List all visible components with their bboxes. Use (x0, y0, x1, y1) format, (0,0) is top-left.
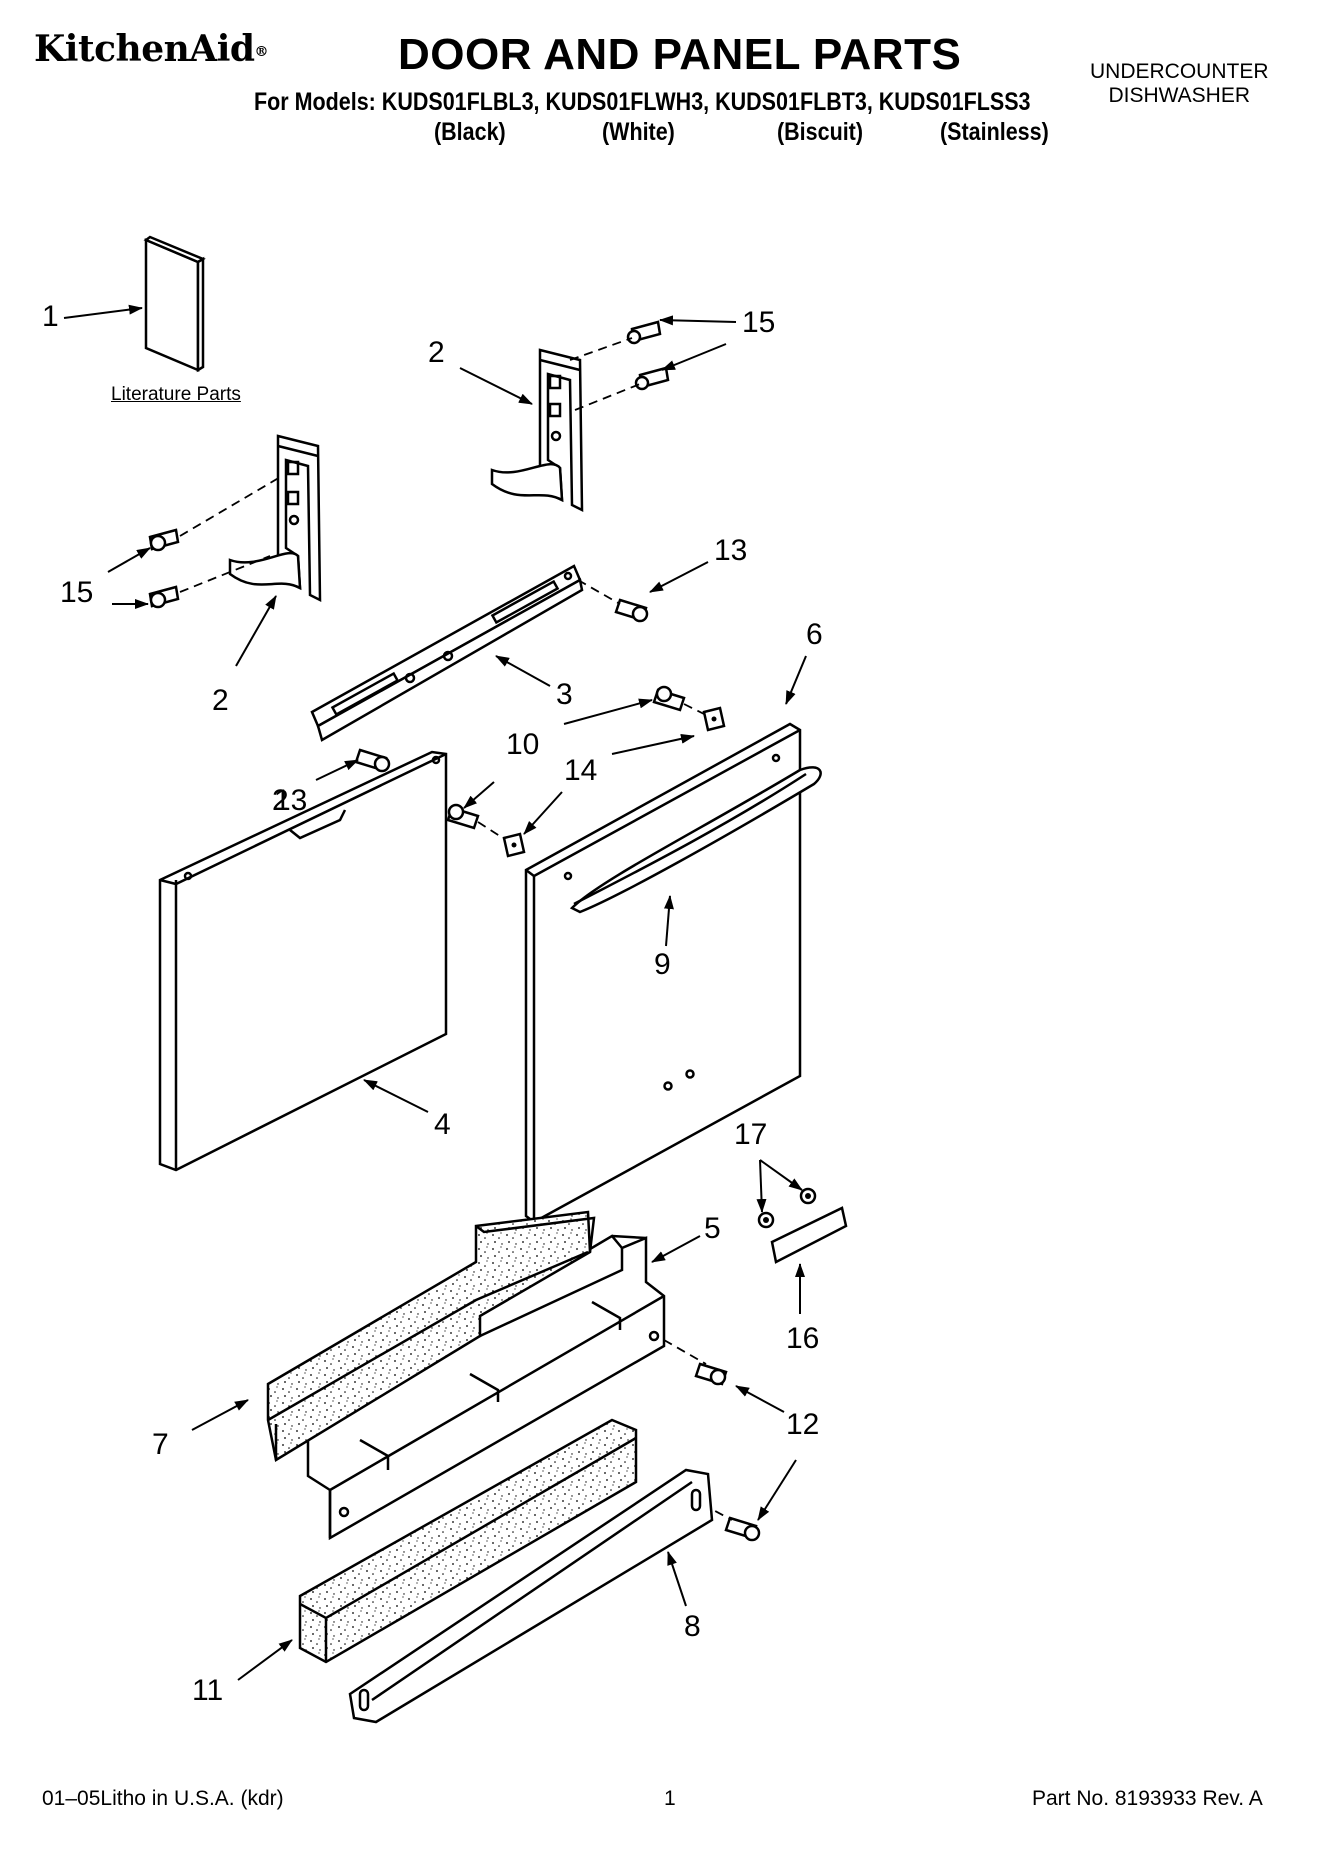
page-title: DOOR AND PANEL PARTS (398, 30, 962, 79)
callout-15-lower: 15 (60, 576, 94, 609)
callout-9: 9 (654, 948, 671, 981)
part-5-toe-bracket (306, 1234, 707, 1541)
part-6-outer-panel (524, 722, 802, 1224)
callout-arrows (63, 304, 807, 1681)
callout-7: 7 (152, 1428, 169, 1461)
part-2-bracket-lower (228, 434, 322, 603)
callout-12: 12 (786, 1408, 820, 1441)
callout-2-upper: 2 (428, 336, 445, 369)
brand-name: KitchenAid (34, 28, 255, 70)
callout-13-upper: 13 (714, 534, 748, 567)
part-17-nuts (757, 1187, 817, 1229)
callout-1: 1 (42, 300, 59, 333)
footer-litho: 01–05Litho in U.S.A. (kdr) (42, 1787, 284, 1810)
callout-13-lower: 13 (274, 784, 308, 817)
part-8-kick-plate (348, 1468, 714, 1724)
appliance-line-1: UNDERCOUNTER (1090, 60, 1269, 83)
callout-10: 10 (506, 728, 540, 761)
literature-parts-label: Literature Parts (111, 384, 241, 405)
part-13-screws (354, 579, 649, 773)
model-list: For Models: KUDS01FLBL3, KUDS01FLWH3, KU… (254, 88, 1031, 116)
callout-4: 4 (434, 1108, 451, 1141)
part-7-foam-strip (266, 1210, 596, 1462)
callout-8: 8 (684, 1610, 701, 1643)
part-2-bracket-upper (490, 348, 584, 513)
callout-15-upper: 15 (742, 306, 776, 339)
part-4-inner-panel (158, 750, 448, 1172)
part-14-clips (502, 706, 726, 858)
color-white: (White) (602, 118, 675, 146)
color-black: (Black) (434, 118, 506, 146)
callout-3: 3 (556, 678, 573, 711)
appliance-type: UNDERCOUNTER DISHWASHER (1090, 60, 1269, 108)
callout-16: 16 (786, 1322, 820, 1355)
callout-5: 5 (704, 1212, 721, 1245)
callout-17: 17 (734, 1118, 768, 1151)
part-3-mounting-strip (310, 564, 584, 742)
brand-logo: KitchenAid® (34, 28, 269, 70)
callout-14: 14 (564, 754, 598, 787)
part-12-screws (694, 1362, 761, 1542)
part-9-handle (569, 766, 822, 914)
color-stainless: (Stainless) (940, 118, 1049, 146)
registered-mark: ® (254, 44, 269, 60)
callout-6: 6 (806, 618, 823, 651)
callout-11: 11 (192, 1674, 224, 1707)
footer-page-number: 1 (664, 1787, 676, 1810)
color-biscuit: (Biscuit) (777, 118, 863, 146)
footer-part-number: Part No. 8193933 Rev. A (1032, 1787, 1263, 1810)
part-15-screws-upper (569, 320, 670, 411)
part-1-literature (143, 235, 206, 373)
part-16-trim (770, 1206, 848, 1264)
part-10-screws (446, 685, 705, 841)
callout-2-lower: 2 (212, 684, 229, 717)
part-15-screws-lower (148, 475, 283, 609)
appliance-line-2: DISHWASHER (1108, 84, 1251, 107)
part-11-foam-strip (298, 1418, 638, 1664)
callout-2-alt: 2 (272, 784, 289, 817)
